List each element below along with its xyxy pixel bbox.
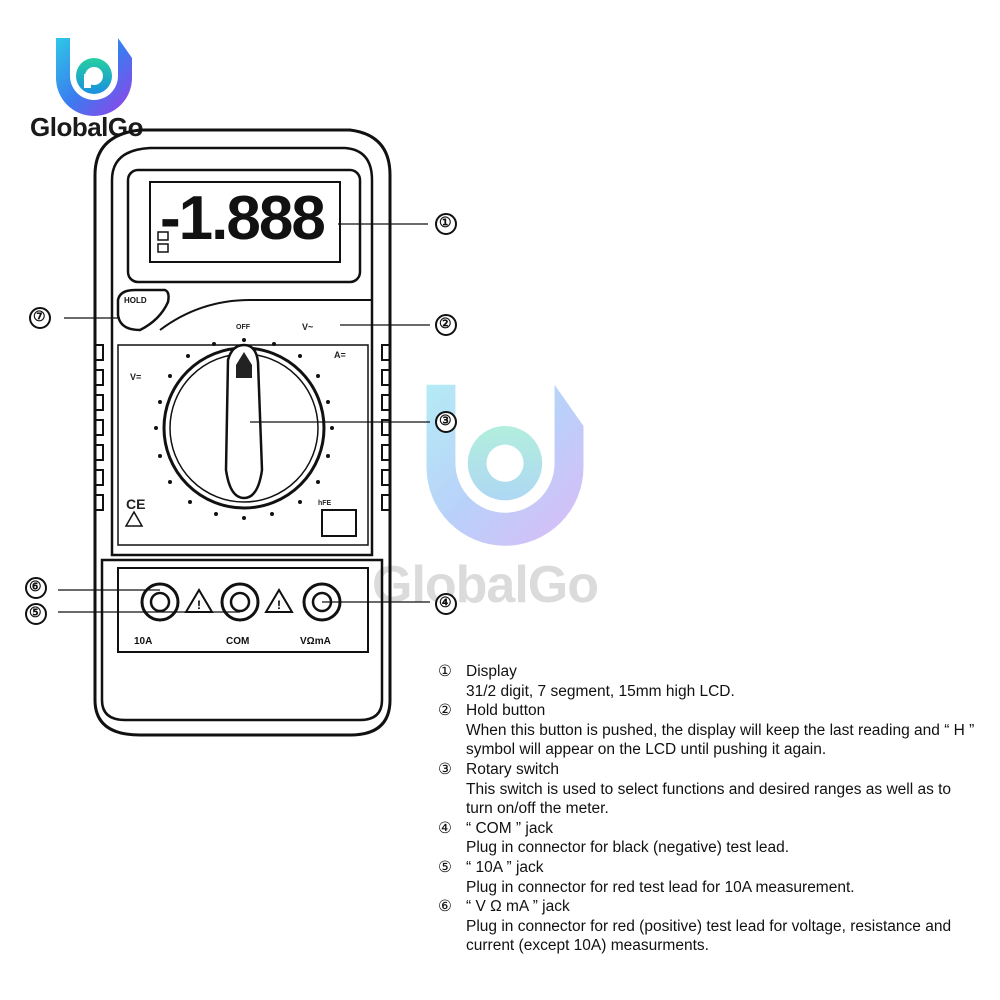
globalgo-logo-icon [56,38,132,116]
legend-description: Plug in connector for red test lead for … [466,878,855,896]
legend-title: Hold button [466,702,546,720]
legend-number: ① [438,663,452,680]
legend-title: “ COM ” jack [466,819,553,837]
callout-5: ⑤ [29,604,42,620]
legend-list: ① Display 31/2 digit, 7 segment, 15mm hi… [438,662,978,956]
watermark-text: GlobalGo [372,556,599,614]
watermark-logo-icon [426,384,584,546]
legend-number: ③ [438,760,452,778]
dial-label-vdc: V= [130,372,142,382]
legend-item: ① Display [438,662,978,682]
callout-7: ⑦ [33,308,46,324]
legend-item: ② Hold button [438,701,978,721]
callout-6: ⑥ [29,578,42,594]
legend-description: When this button is pushed, the display … [466,721,975,759]
legend-item: ④ “ COM ” jack [438,819,978,839]
legend-description: 31/2 digit, 7 segment, 15mm high LCD. [466,682,735,700]
svg-text:!: ! [197,598,201,612]
hold-button-label[interactable]: HOLD [124,296,147,305]
legend-number: ⑤ [438,858,452,876]
jack-label-10a: 10A [134,636,153,647]
callout-4: ④ [439,594,452,610]
legend-title: Display [466,663,517,680]
dial-label-vac: V~ [302,322,314,332]
legend-number: ④ [438,819,452,837]
dial-label-hfe: hFE [318,500,332,507]
brand-name: GlobalGo [30,112,144,142]
legend-title: “ 10A ” jack [466,858,544,876]
legend-number: ② [438,702,452,720]
legend-description: Plug in connector for black (negative) t… [466,839,790,857]
dial-label-off: OFF [236,324,250,331]
callout-3: ③ [439,412,452,428]
ce-mark: CE [126,496,146,512]
legend-item: ⑤ “ 10A ” jack [438,858,978,878]
legend-item: ⑥ “ V Ω mA ” jack [438,897,978,917]
jack-label-com: COM [226,636,250,647]
legend-item: ③ Rotary switch [438,760,978,780]
dial-label-adc: A= [334,350,346,360]
legend-number: ⑥ [438,898,452,916]
legend-description: This switch is used to select functions … [466,780,952,818]
lcd-display-value: -1.888 [160,184,326,253]
callout-1: ① [439,214,452,230]
svg-text:!: ! [277,598,281,612]
callout-2: ② [439,315,452,331]
legend-title: Rotary switch [466,760,560,778]
jack-label-vohm-ma: VΩmA [300,636,331,647]
legend-title: “ V Ω mA ” jack [466,898,570,916]
legend-description: Plug in connector for red (positive) tes… [466,917,952,955]
